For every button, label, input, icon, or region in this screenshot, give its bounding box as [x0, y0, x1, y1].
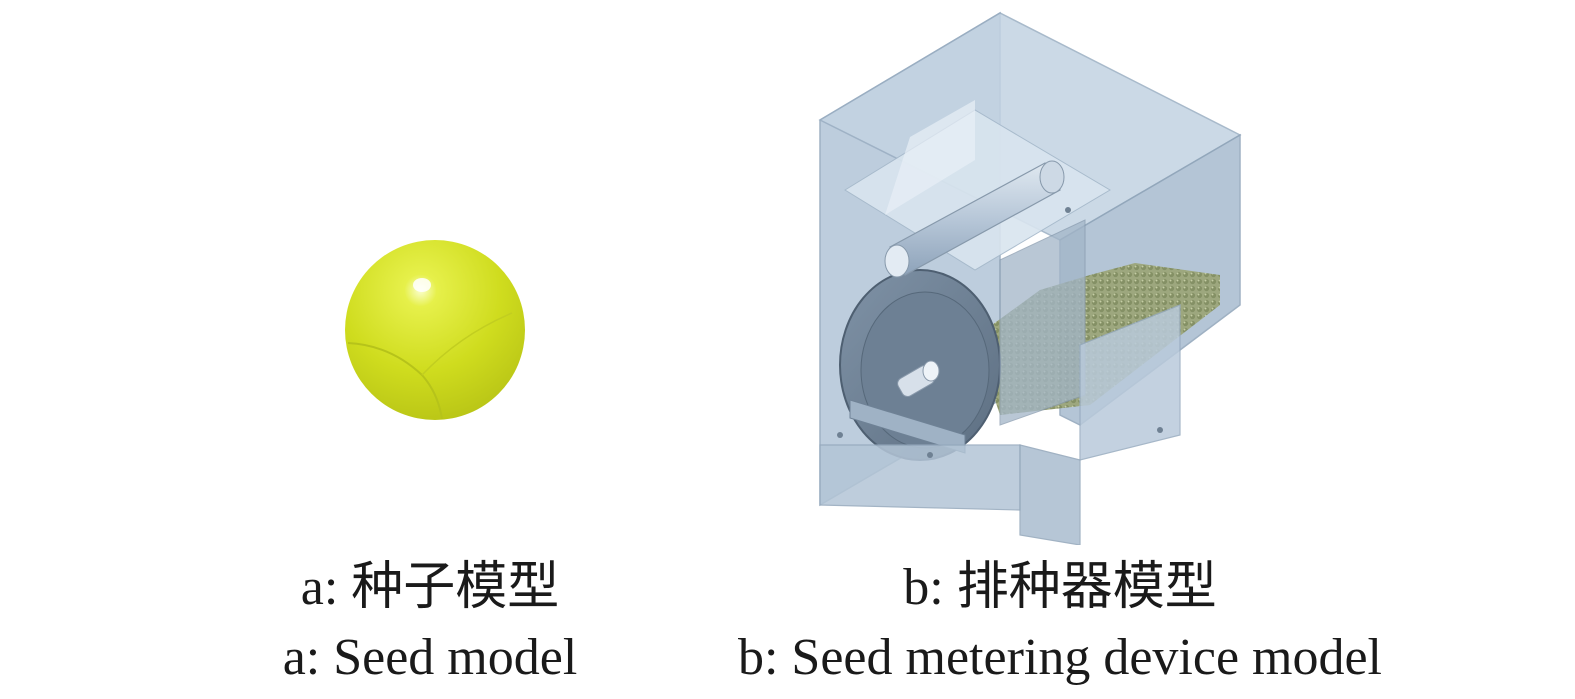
hopper-funnel-face — [885, 100, 975, 215]
panel-a-caption-cn: a: 种子模型 — [300, 559, 560, 616]
agitator-roller — [884, 160, 1065, 278]
seed-edge-line — [421, 312, 513, 376]
panel-a-caption-en: a: Seed model — [282, 629, 578, 686]
panel-b-caption-cn: b: 排种器模型 — [903, 559, 1217, 616]
seed-metering-device-figure — [790, 5, 1260, 546]
base-plate-left — [819, 444, 1021, 511]
seed-highlight — [413, 278, 431, 292]
seed-body — [345, 240, 525, 420]
drum-side-housing — [999, 219, 1086, 426]
panel-b-caption-en: b: Seed metering device model — [737, 629, 1382, 686]
bolt-hole — [837, 432, 843, 438]
bolt-hole — [1065, 207, 1071, 213]
support-leg — [1019, 444, 1081, 546]
seed-sphere-graphic — [345, 240, 525, 420]
metering-device-graphic — [818, 11, 1242, 546]
bolt-hole — [927, 452, 933, 458]
base-plate-right — [1079, 304, 1181, 461]
seed-edge-line — [347, 342, 443, 420]
seed-model-figure — [330, 225, 540, 435]
bolt-hole — [1157, 427, 1163, 433]
drive-shaft — [897, 360, 940, 397]
